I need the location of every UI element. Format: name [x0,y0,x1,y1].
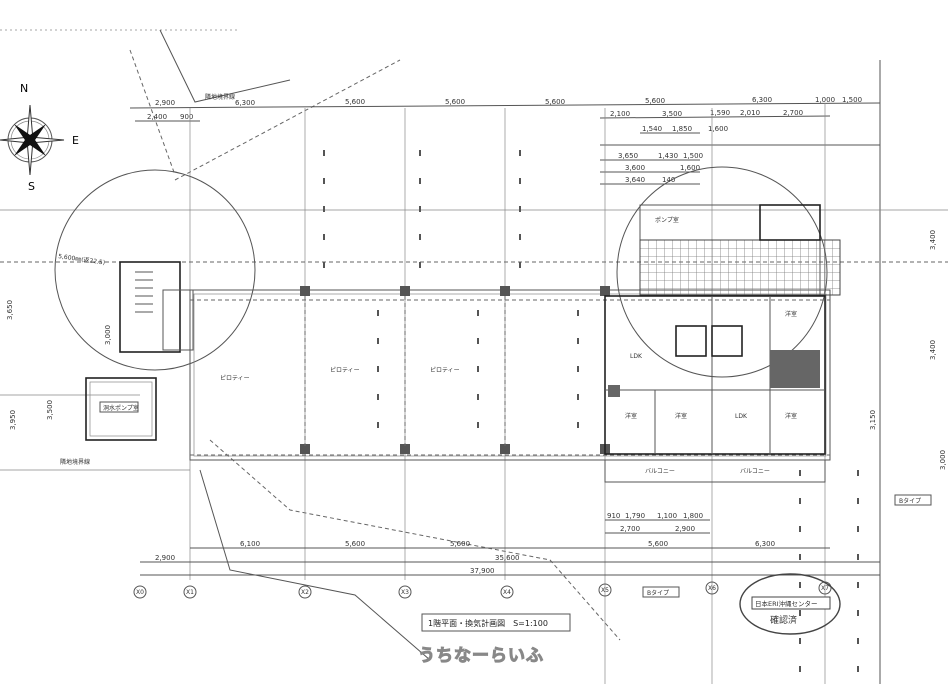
stair-core [119,261,194,353]
dim: 2,010 [740,109,760,117]
dim: 5,600 [648,540,668,548]
dim: 1,790 [625,512,645,520]
b-type-label: Bタイプ [899,497,921,505]
grid-label: X7 [821,585,829,592]
grid-label: X1 [186,589,194,596]
dim: 3,650 [618,152,638,160]
dim: 5,600 [345,98,365,106]
dim: 910 [607,512,620,520]
dim: 6,100 [240,540,260,548]
dim: 3,950 [9,410,17,430]
grid-label: X2 [301,589,309,596]
piloti-label: ピロティー [330,367,360,374]
compass-rose-icon: N E S [0,82,79,193]
stamp-text: 確認済 [770,614,797,626]
dim: 5,600 [345,540,365,548]
grid-label: X6 [708,585,716,592]
compass-e: E [72,134,79,147]
grid-label: X3 [401,589,409,596]
radius-label: 5,600㎜(返22.5) [58,253,106,267]
boundary-label-2: 隣地境界線 [60,458,90,466]
dim: 140 [662,176,675,184]
dim: 5,600 [445,98,465,106]
grid-label: X0 [136,589,144,596]
dim: 3,400 [929,340,937,360]
drawing-title: 1階平面・換気計画図 S=1:100 [428,618,548,628]
b-type-label: Bタイプ [647,589,669,597]
grid-label: X5 [601,587,609,594]
dim: 1,540 [642,125,662,133]
grid-label: X4 [503,589,511,596]
dim: 3,150 [869,410,877,430]
dim: 6,300 [235,99,255,107]
pump-room-label: ポンプ室 [655,216,679,224]
room-bedroom: 洋室 [625,412,637,420]
dim: 3,400 [929,230,937,250]
dim: 2,900 [155,554,175,562]
balcony-label: バルコニー [645,468,675,475]
compass-n: N [20,82,28,95]
water-pump-room-label: 洞水ポンプ室 [103,404,139,412]
dim: 6,300 [752,96,772,104]
parking-marks [323,150,859,684]
room-bedroom: 洋室 [785,412,797,420]
dim: 1,500 [683,152,703,160]
dim: 3,000 [104,325,112,345]
title-block [421,613,571,632]
dim: 1,500 [842,96,862,104]
dim: 5,600 [645,97,665,105]
dim: 2,900 [155,99,175,107]
left-radius-circle [54,169,256,371]
b-type-tag [894,494,932,506]
room-ldk: LDK [630,353,643,360]
piloti-label: ピロティー [430,367,460,374]
room-bedroom: 洋室 [785,310,797,318]
dim: 1,850 [672,125,692,133]
dim: 1,100 [657,512,677,520]
compass-s: S [28,180,35,193]
dim: 1,600 [708,125,728,133]
water-pump-room: 洞水ポンプ室 [85,377,157,441]
residential-unit: ポンプ室 LDK LDK 洋室 洋室 洋室 洋室 バルコニー バルコニー [604,204,841,483]
dim: 1,590 [710,109,730,117]
side-dimensions: 3,650 3,000 3,500 3,950 3,400 3,150 3,40… [6,230,947,470]
dim: 1,000 [815,96,835,104]
b-type-tag [642,586,680,598]
dim: 5,600 [450,540,470,548]
top-dimensions: 2,900 6,300 5,600 5,600 5,600 5,600 6,30… [129,96,881,185]
piloti-label: ピロティー [220,375,250,382]
stamp-text: 日本ERI沖縄センター [755,599,818,608]
balcony-label: バルコニー [740,468,770,475]
grid-bubbles: X0 X1 X2 X3 X4 X5 X6 X7 [133,581,832,599]
room-bedroom: 洋室 [675,412,687,420]
dim: 3,650 [6,300,14,320]
dim: 3,000 [939,450,947,470]
room-ldk: LDK [735,413,748,420]
dim: 2,100 [610,110,630,118]
dim: 6,300 [755,540,775,548]
dim: 1,600 [680,164,700,172]
boundary-lines: 隣地境界線 隣地境界線 [60,29,621,661]
dim: 3,500 [46,400,54,420]
dim: 35,600 [495,554,520,562]
dim: 2,700 [620,525,640,533]
dim: 3,500 [662,110,682,118]
watermark: うちなーらいふ [418,646,544,666]
dim: 3,600 [625,164,645,172]
dim: 1,800 [683,512,703,520]
dim: 2,700 [783,109,803,117]
dim: 37,900 [470,567,495,575]
dim: 1,430 [658,152,678,160]
unit-dimensions: 910 1,790 1,100 1,800 2,700 2,900 [605,512,710,534]
dim: 5,600 [545,98,565,106]
dim: 3,640 [625,176,645,184]
dim: 2,400 [147,113,167,121]
boundary-label: 隣地境界線 [205,93,235,101]
building-outline [189,286,831,461]
approval-stamp: 日本ERI沖縄センター 確認済 [739,573,841,635]
bottom-dimensions: 6,100 5,600 5,600 5,600 6,300 2,900 35,6… [140,540,880,576]
dim: 2,900 [675,525,695,533]
dim: 900 [180,113,193,121]
